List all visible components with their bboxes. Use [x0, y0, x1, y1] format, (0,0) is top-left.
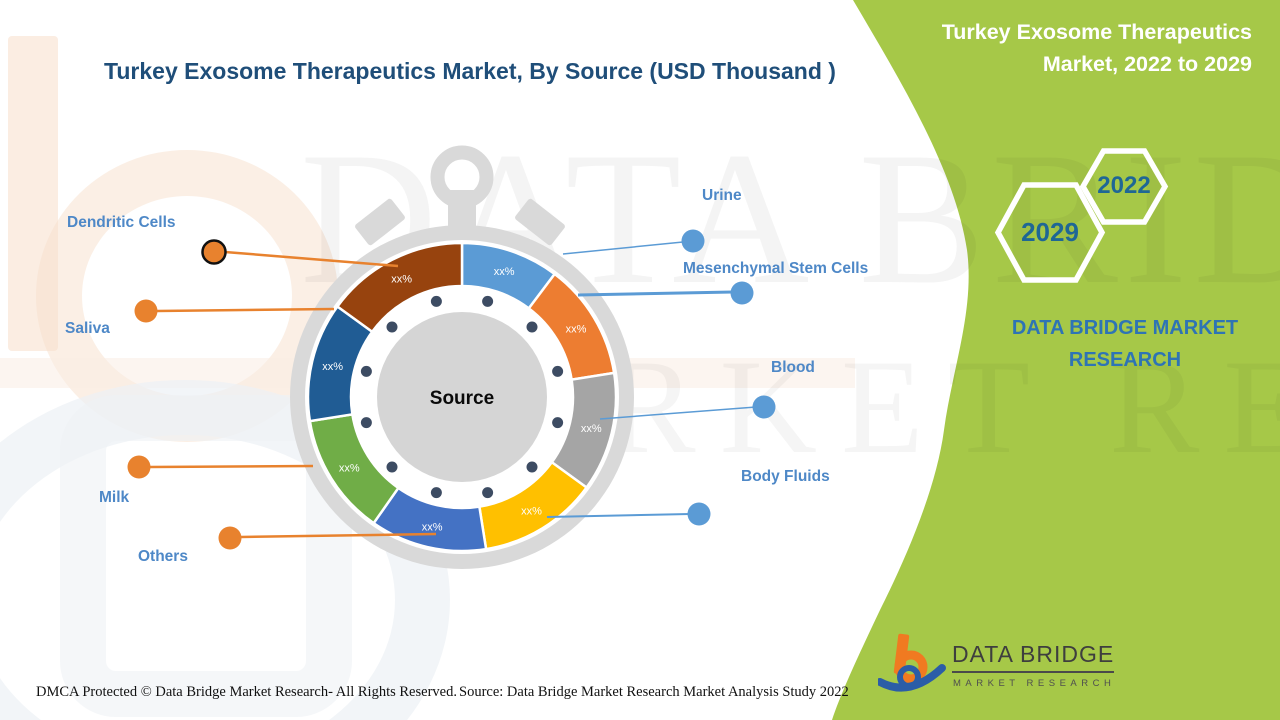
dot-mesenchymal-stem-cells	[730, 281, 754, 305]
category-label-saliva: Saliva	[65, 320, 110, 337]
dot-milk	[127, 455, 151, 479]
logo-subtitle: MARKET RESEARCH	[953, 678, 1116, 689]
dot-body-fluids	[687, 502, 711, 526]
category-label-blood: Blood	[771, 359, 815, 376]
stopwatch-right-button	[515, 198, 565, 246]
clock-dot	[360, 365, 372, 377]
dot-saliva	[134, 299, 158, 323]
clock-dot	[552, 365, 564, 377]
clock-dots	[360, 295, 564, 499]
segment-value-dendritic-cells: xx%	[391, 273, 412, 285]
donut-segments: xx% xx% xx% xx% xx% xx% xx% xx%	[306, 241, 618, 553]
year-end-label: 2029	[1021, 217, 1079, 247]
segment-value-others: xx%	[422, 522, 443, 534]
leader-lines-right	[546, 241, 757, 518]
dot-urine	[681, 229, 705, 253]
leader-line-mesenchymal-stem-cells	[577, 290, 734, 297]
category-label-dendritic-cells: Dendritic Cells	[67, 214, 176, 231]
hexagon-2029	[994, 182, 1106, 283]
leader-line-urine	[562, 241, 684, 255]
brand-text-line1: DATA BRIDGE MARKET	[1011, 317, 1239, 339]
data-bridge-logo-icon	[878, 633, 946, 692]
segment-value-milk: xx%	[339, 462, 360, 474]
clock-dot	[430, 487, 442, 499]
leader-line-saliva	[156, 307, 335, 313]
leader-line-body-fluids	[546, 513, 691, 518]
brand-text-line2: RESEARCH	[1068, 349, 1182, 371]
leader-line-dendritic-cells	[224, 250, 399, 268]
logo-d-bowl	[897, 665, 921, 689]
stopwatch-left-button	[355, 198, 405, 246]
panel-heading-line1: Turkey Exosome Therapeutics	[941, 20, 1252, 44]
segment-value-urine: xx%	[494, 266, 515, 278]
clock-dot	[552, 417, 564, 429]
clock-dot	[526, 461, 538, 473]
panel-heading: Turkey Exosome Therapeutics Market, 2022…	[832, 16, 1252, 80]
leader-line-others	[240, 532, 437, 539]
center-label: Source	[430, 388, 494, 409]
segment-value-blood: xx%	[581, 423, 602, 435]
logo-b-bowl	[894, 650, 928, 684]
page-title: Turkey Exosome Therapeutics Market, By S…	[104, 58, 836, 84]
year-start-label: 2022	[1097, 172, 1151, 199]
category-label-milk: Milk	[99, 489, 130, 506]
leader-line-milk	[149, 464, 314, 469]
clock-dot	[386, 321, 398, 333]
center-circle	[377, 312, 547, 482]
clock-dot	[482, 487, 494, 499]
clock-dot	[482, 295, 494, 307]
leader-line-blood	[599, 406, 757, 420]
hexagon-2022	[1079, 148, 1169, 225]
green-panel-shape	[832, 0, 1280, 720]
clock-dot	[430, 295, 442, 307]
logo-wordmark: DATA BRIDGE	[952, 641, 1115, 673]
segment-value-saliva: xx%	[322, 361, 343, 373]
brand-text-block: DATA BRIDGE MARKET RESEARCH	[965, 312, 1280, 376]
leader-lines-left	[149, 250, 437, 539]
category-label-body-fluids: Body Fluids	[741, 468, 830, 485]
clock-dot	[526, 321, 538, 333]
clock-dot	[386, 461, 398, 473]
category-label-others: Others	[138, 548, 188, 565]
category-label-urine: Urine	[702, 187, 742, 204]
footer-dmca-text: DMCA Protected © Data Bridge Market Rese…	[36, 684, 457, 700]
panel-heading-line2: Market, 2022 to 2029	[1042, 52, 1252, 76]
dot-others	[218, 526, 242, 550]
year-hexagons	[994, 148, 1169, 283]
category-label-mesenchymal-stem-cells: Mesenchymal Stem Cells	[683, 260, 869, 277]
clock-dot	[360, 417, 372, 429]
segment-value-mesenchymal-stem-cells: xx%	[566, 323, 587, 335]
footer-source-text: Source: Data Bridge Market Research Mark…	[459, 684, 849, 700]
segment-value-body-fluids: xx%	[521, 505, 542, 517]
dot-dendritic-cells	[201, 239, 227, 265]
dot-blood	[752, 395, 776, 419]
